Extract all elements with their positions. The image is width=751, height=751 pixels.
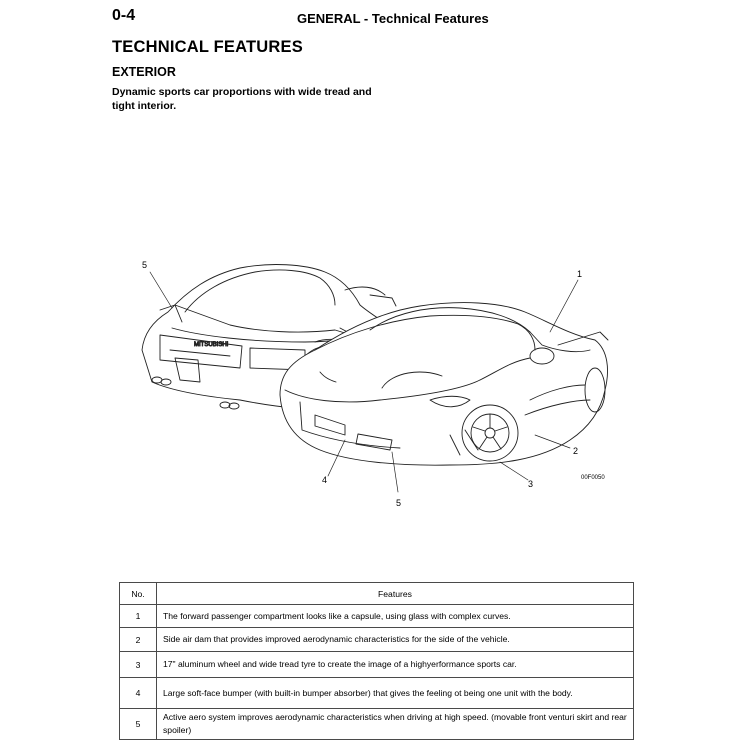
column-header-no: No. — [119, 582, 157, 605]
front-car-lines — [284, 307, 609, 462]
callout-2: 2 — [573, 446, 578, 456]
section-subtitle: EXTERIOR — [112, 65, 176, 79]
table-row: 5 Active aero system improves aerodynami… — [119, 708, 634, 740]
row-number: 3 — [119, 651, 157, 678]
table-row: 4 Large soft-face bumper (with built-in … — [119, 677, 634, 709]
table-row: 2 Side air dam that provides improved ae… — [119, 627, 634, 652]
row-number: 2 — [119, 627, 157, 652]
row-feature-text: Side air dam that provides improved aero… — [156, 627, 634, 652]
table-row: 1 The forward passenger compartment look… — [119, 604, 634, 628]
leader-lines — [149, 271, 579, 493]
callout-1: 1 — [577, 269, 582, 279]
car-illustration: MITSUBISHI — [141, 260, 609, 508]
table-row: 3 17" aluminum wheel and wide tread tyre… — [119, 651, 634, 678]
front-view-car — [279, 302, 608, 466]
table-header-row: No. Features — [119, 582, 634, 605]
callout-4: 4 — [322, 475, 327, 485]
callout-5-top: 5 — [142, 260, 147, 270]
row-feature-text: Active aero system improves aerodynamic … — [156, 708, 634, 740]
callout-3: 3 — [528, 479, 533, 489]
row-feature-text: The forward passenger compartment looks … — [156, 604, 634, 628]
features-table: No. Features 1 The forward passenger com… — [119, 582, 634, 740]
page-number: 0-4 — [112, 7, 136, 24]
rear-badge-text: MITSUBISHI — [194, 342, 229, 348]
row-number: 4 — [119, 677, 157, 709]
column-header-features: Features — [156, 582, 634, 605]
figure-code: 00F0050 — [581, 475, 605, 481]
row-feature-text: 17" aluminum wheel and wide tread tyre t… — [156, 651, 634, 678]
section-description: Dynamic sports car proportions with wide… — [112, 86, 372, 112]
row-feature-text: Large soft-face bumper (with built-in bu… — [156, 677, 634, 709]
section-title: TECHNICAL FEATURES — [112, 38, 303, 56]
running-header: GENERAL - Technical Features — [297, 11, 489, 26]
row-number: 5 — [119, 708, 157, 740]
row-number: 1 — [119, 604, 157, 628]
callout-5-bottom: 5 — [396, 498, 401, 508]
